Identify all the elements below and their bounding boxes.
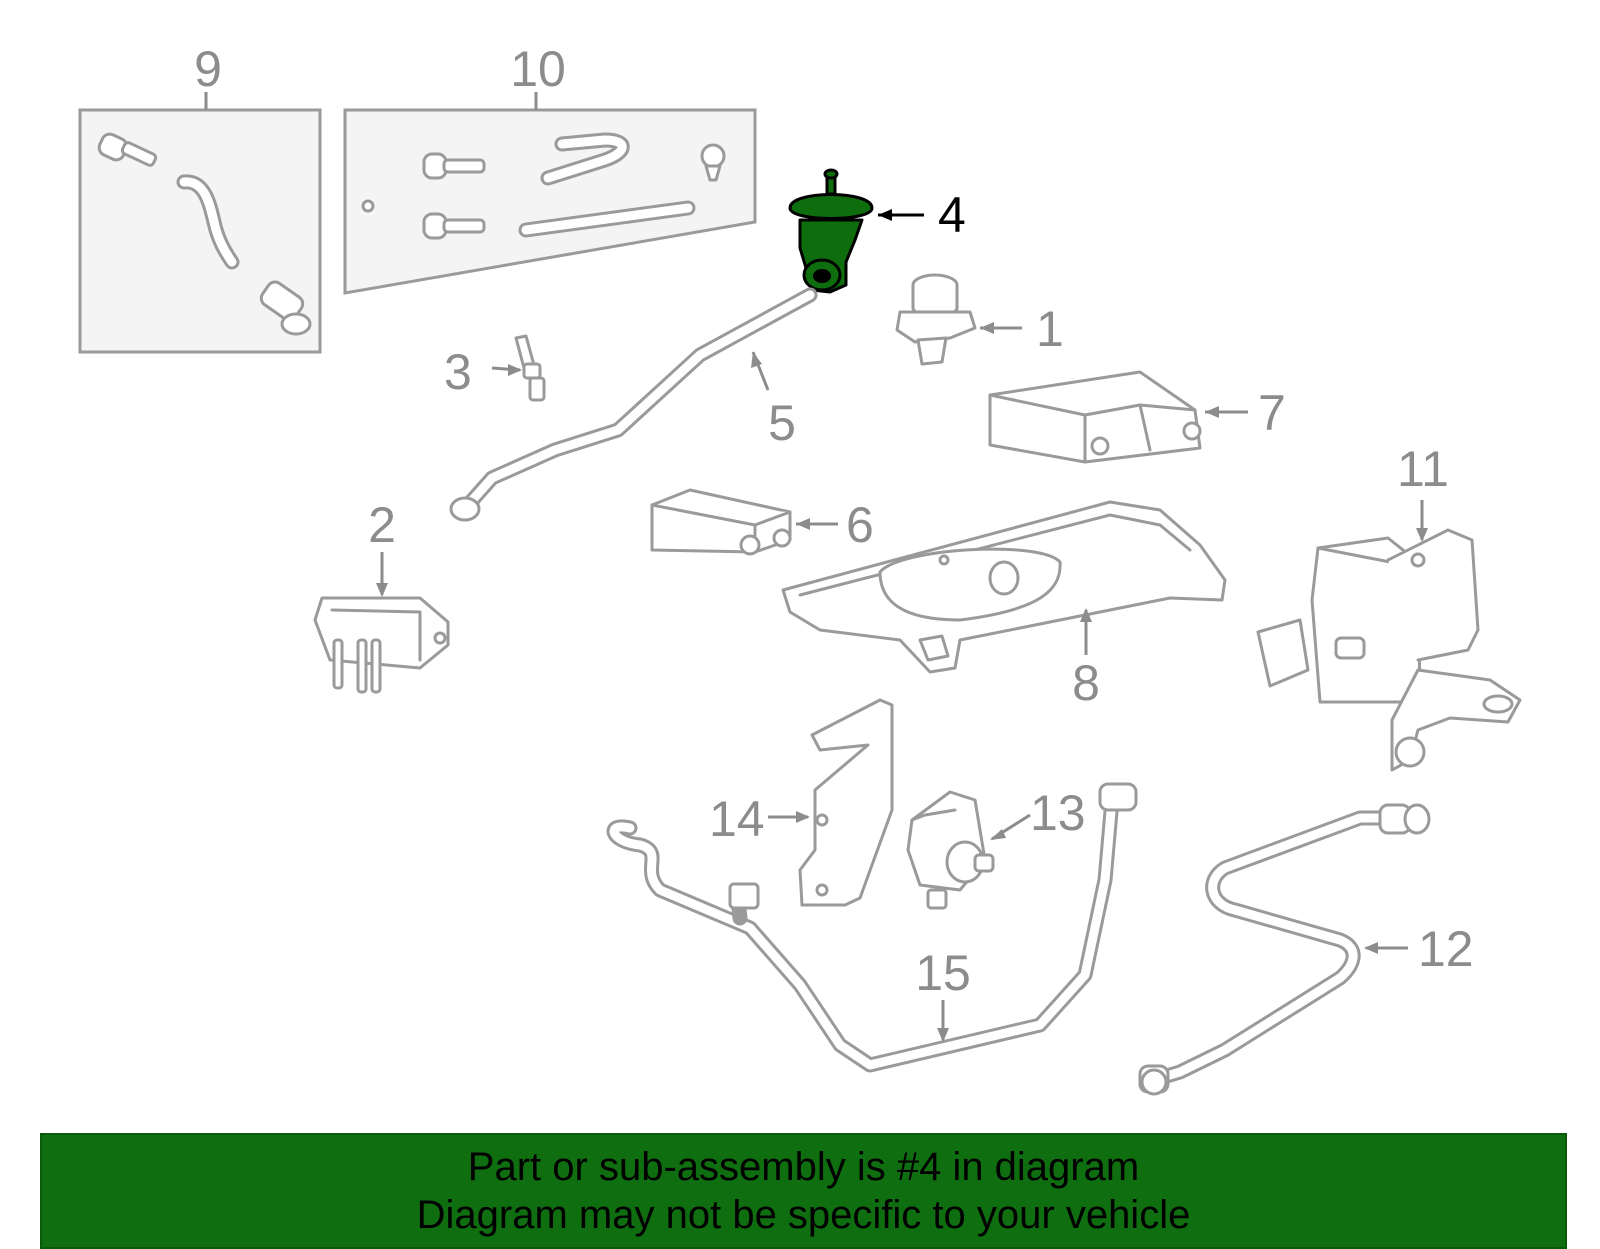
part-5-tube	[449, 287, 818, 522]
callout-6: 6	[846, 497, 874, 553]
part-14-bracket	[798, 698, 894, 907]
part-12-tube	[1138, 803, 1431, 1096]
callout-8: 8	[1072, 655, 1100, 711]
callout-11: 11	[1397, 441, 1449, 497]
callout-9: 9	[194, 41, 222, 97]
footer-line-disclaimer: Diagram may not be specific to your vehi…	[416, 1193, 1191, 1237]
kit-box-9	[78, 92, 322, 354]
footer-banner: Part or sub-assembly is #4 in diagram Di…	[40, 1133, 1567, 1249]
kit-10-bolt-bottom	[422, 212, 486, 240]
part-6-canister	[650, 488, 792, 556]
callout-7: 7	[1258, 385, 1286, 441]
kit-box-10	[343, 92, 757, 295]
part-8-tray	[781, 500, 1227, 674]
part-4-valve[interactable]	[788, 168, 874, 294]
footer-line-part: Part or sub-assembly is #4 in diagram	[467, 1145, 1140, 1189]
callout-3: 3	[444, 344, 472, 400]
kit-9-bolt	[97, 132, 158, 167]
callout-5: 5	[768, 395, 796, 451]
kit-10-clip	[700, 143, 726, 182]
callout-4: 4	[938, 187, 966, 243]
callout-14: 14	[709, 791, 765, 847]
callout-2: 2	[368, 497, 396, 553]
kit-9-connector	[259, 280, 312, 336]
part-7-canister	[988, 370, 1202, 464]
part-1-solenoid	[895, 273, 977, 366]
callout-13: 13	[1030, 785, 1086, 841]
part-13-valve	[906, 790, 995, 910]
callout-1: 1	[1036, 301, 1064, 357]
part-2-sensor	[313, 596, 450, 694]
callout-12: 12	[1418, 921, 1474, 977]
part-15-tube	[606, 782, 1138, 1073]
part-3-sensor	[514, 334, 546, 402]
callout-10: 10	[510, 41, 566, 97]
part-11-module	[1256, 528, 1522, 772]
callout-15: 15	[915, 945, 971, 1001]
kit-10-bolt-top	[422, 152, 486, 180]
